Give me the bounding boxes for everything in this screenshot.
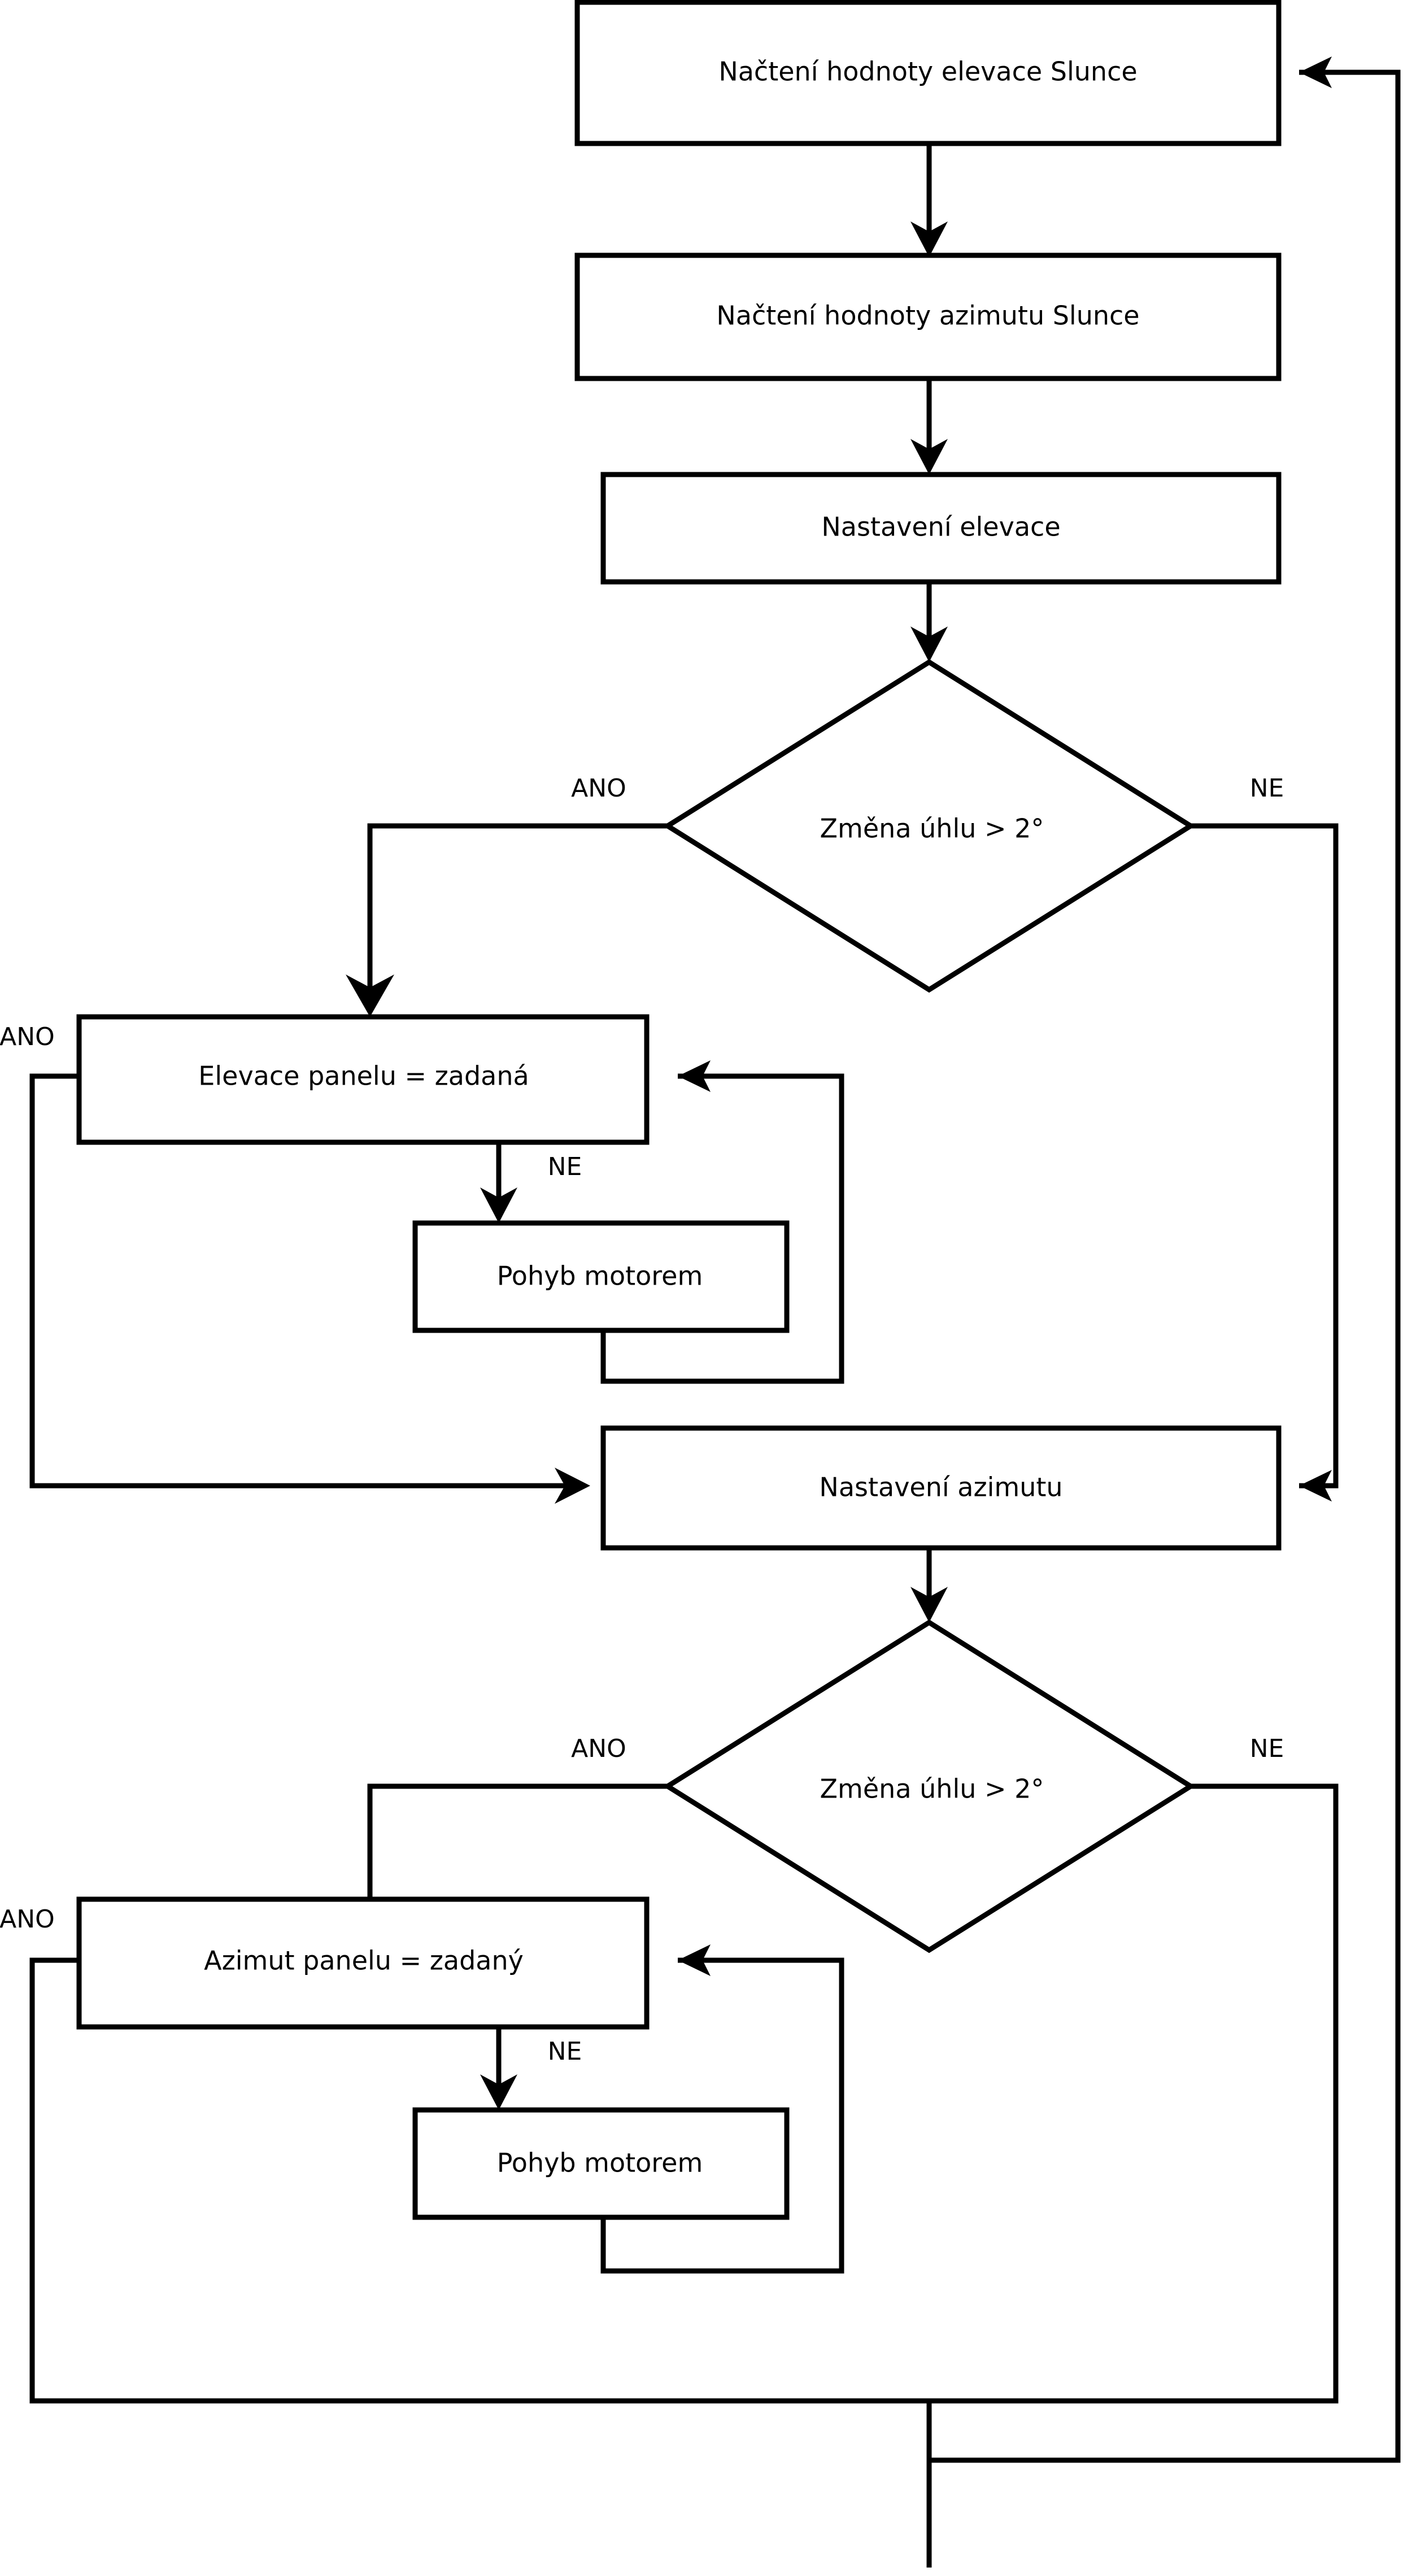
node-motor-move-azimuth-label: Pohyb motorem bbox=[497, 2148, 703, 2178]
edge-read-elev-to-read-azim bbox=[910, 144, 948, 257]
node-set-elevation-label: Nastavení elevace bbox=[821, 512, 1060, 542]
node-decision-elevation-label: Změna úhlu > 2° bbox=[820, 813, 1044, 844]
node-set-elevation[interactable]: Nastavení elevace bbox=[600, 472, 1282, 585]
node-decision-elevation[interactable]: Změna úhlu > 2° bbox=[663, 659, 1196, 993]
edge-elev-panel-no bbox=[480, 1142, 517, 1223]
edge-motor-elev-loopback bbox=[600, 1060, 844, 1384]
edge-label-panel-azimuth-no: NE bbox=[548, 2037, 582, 2066]
node-read-elevation[interactable]: Načtení hodnoty elevace Slunce bbox=[574, 0, 1282, 146]
edge-set-azim-to-decision bbox=[910, 1548, 948, 1622]
node-panel-azimuth-set-label: Azimut panelu = zadaný bbox=[204, 1946, 524, 1976]
edge-elev-panel-yes bbox=[29, 1073, 590, 1504]
edge-label-decision-azimuth-yes: ANO bbox=[571, 1734, 626, 1763]
edge-motor-azim-loopback bbox=[600, 1944, 844, 2274]
edge-label-panel-elevation-no: NE bbox=[548, 1152, 582, 1181]
edge-label-decision-azimuth-no: NE bbox=[1250, 1734, 1284, 1763]
node-read-azimuth[interactable]: Načtení hodnoty azimutu Slunce bbox=[574, 253, 1282, 381]
edge-label-panel-azimuth-yes: ANO bbox=[0, 1905, 55, 1934]
node-motor-move-elevation-label: Pohyb motorem bbox=[497, 1261, 703, 1291]
edge-label-panel-elevation-yes: ANO bbox=[0, 1022, 55, 1051]
node-panel-elevation-set[interactable]: Elevace panelu = zadaná bbox=[76, 1014, 650, 1145]
node-panel-elevation-set-label: Elevace panelu = zadaná bbox=[198, 1061, 529, 1091]
node-panel-azimuth-set[interactable]: Azimut panelu = zadaný bbox=[76, 1896, 650, 2030]
edge-decision-elev-yes bbox=[346, 823, 668, 1017]
node-motor-move-azimuth[interactable]: Pohyb motorem bbox=[412, 2107, 790, 2220]
node-decision-azimuth[interactable]: Změna úhlu > 2° bbox=[663, 1619, 1196, 1953]
node-read-elevation-label: Načtení hodnoty elevace Slunce bbox=[718, 56, 1137, 87]
edge-read-azim-to-set-elev bbox=[910, 378, 948, 475]
node-read-azimuth-label: Načtení hodnoty azimutu Slunce bbox=[716, 301, 1139, 331]
edge-label-decision-elevation-yes: ANO bbox=[571, 774, 626, 803]
edge-decision-azim-no bbox=[929, 1783, 1339, 2404]
edge-return-to-start bbox=[926, 56, 1401, 2568]
node-decision-azimuth-label: Změna úhlu > 2° bbox=[820, 1774, 1044, 1804]
node-set-azimuth-label: Nastavení azimutu bbox=[819, 1472, 1062, 1503]
node-motor-move-elevation[interactable]: Pohyb motorem bbox=[412, 1220, 790, 1333]
edge-azim-panel-yes bbox=[29, 1957, 932, 2568]
edge-azim-panel-no bbox=[480, 2027, 517, 2110]
edge-set-elev-to-decision bbox=[910, 582, 948, 662]
edge-label-decision-elevation-no: NE bbox=[1250, 774, 1284, 803]
node-set-azimuth[interactable]: Nastavení azimutu bbox=[600, 1425, 1282, 1551]
edge-decision-elev-no bbox=[1191, 823, 1339, 1502]
